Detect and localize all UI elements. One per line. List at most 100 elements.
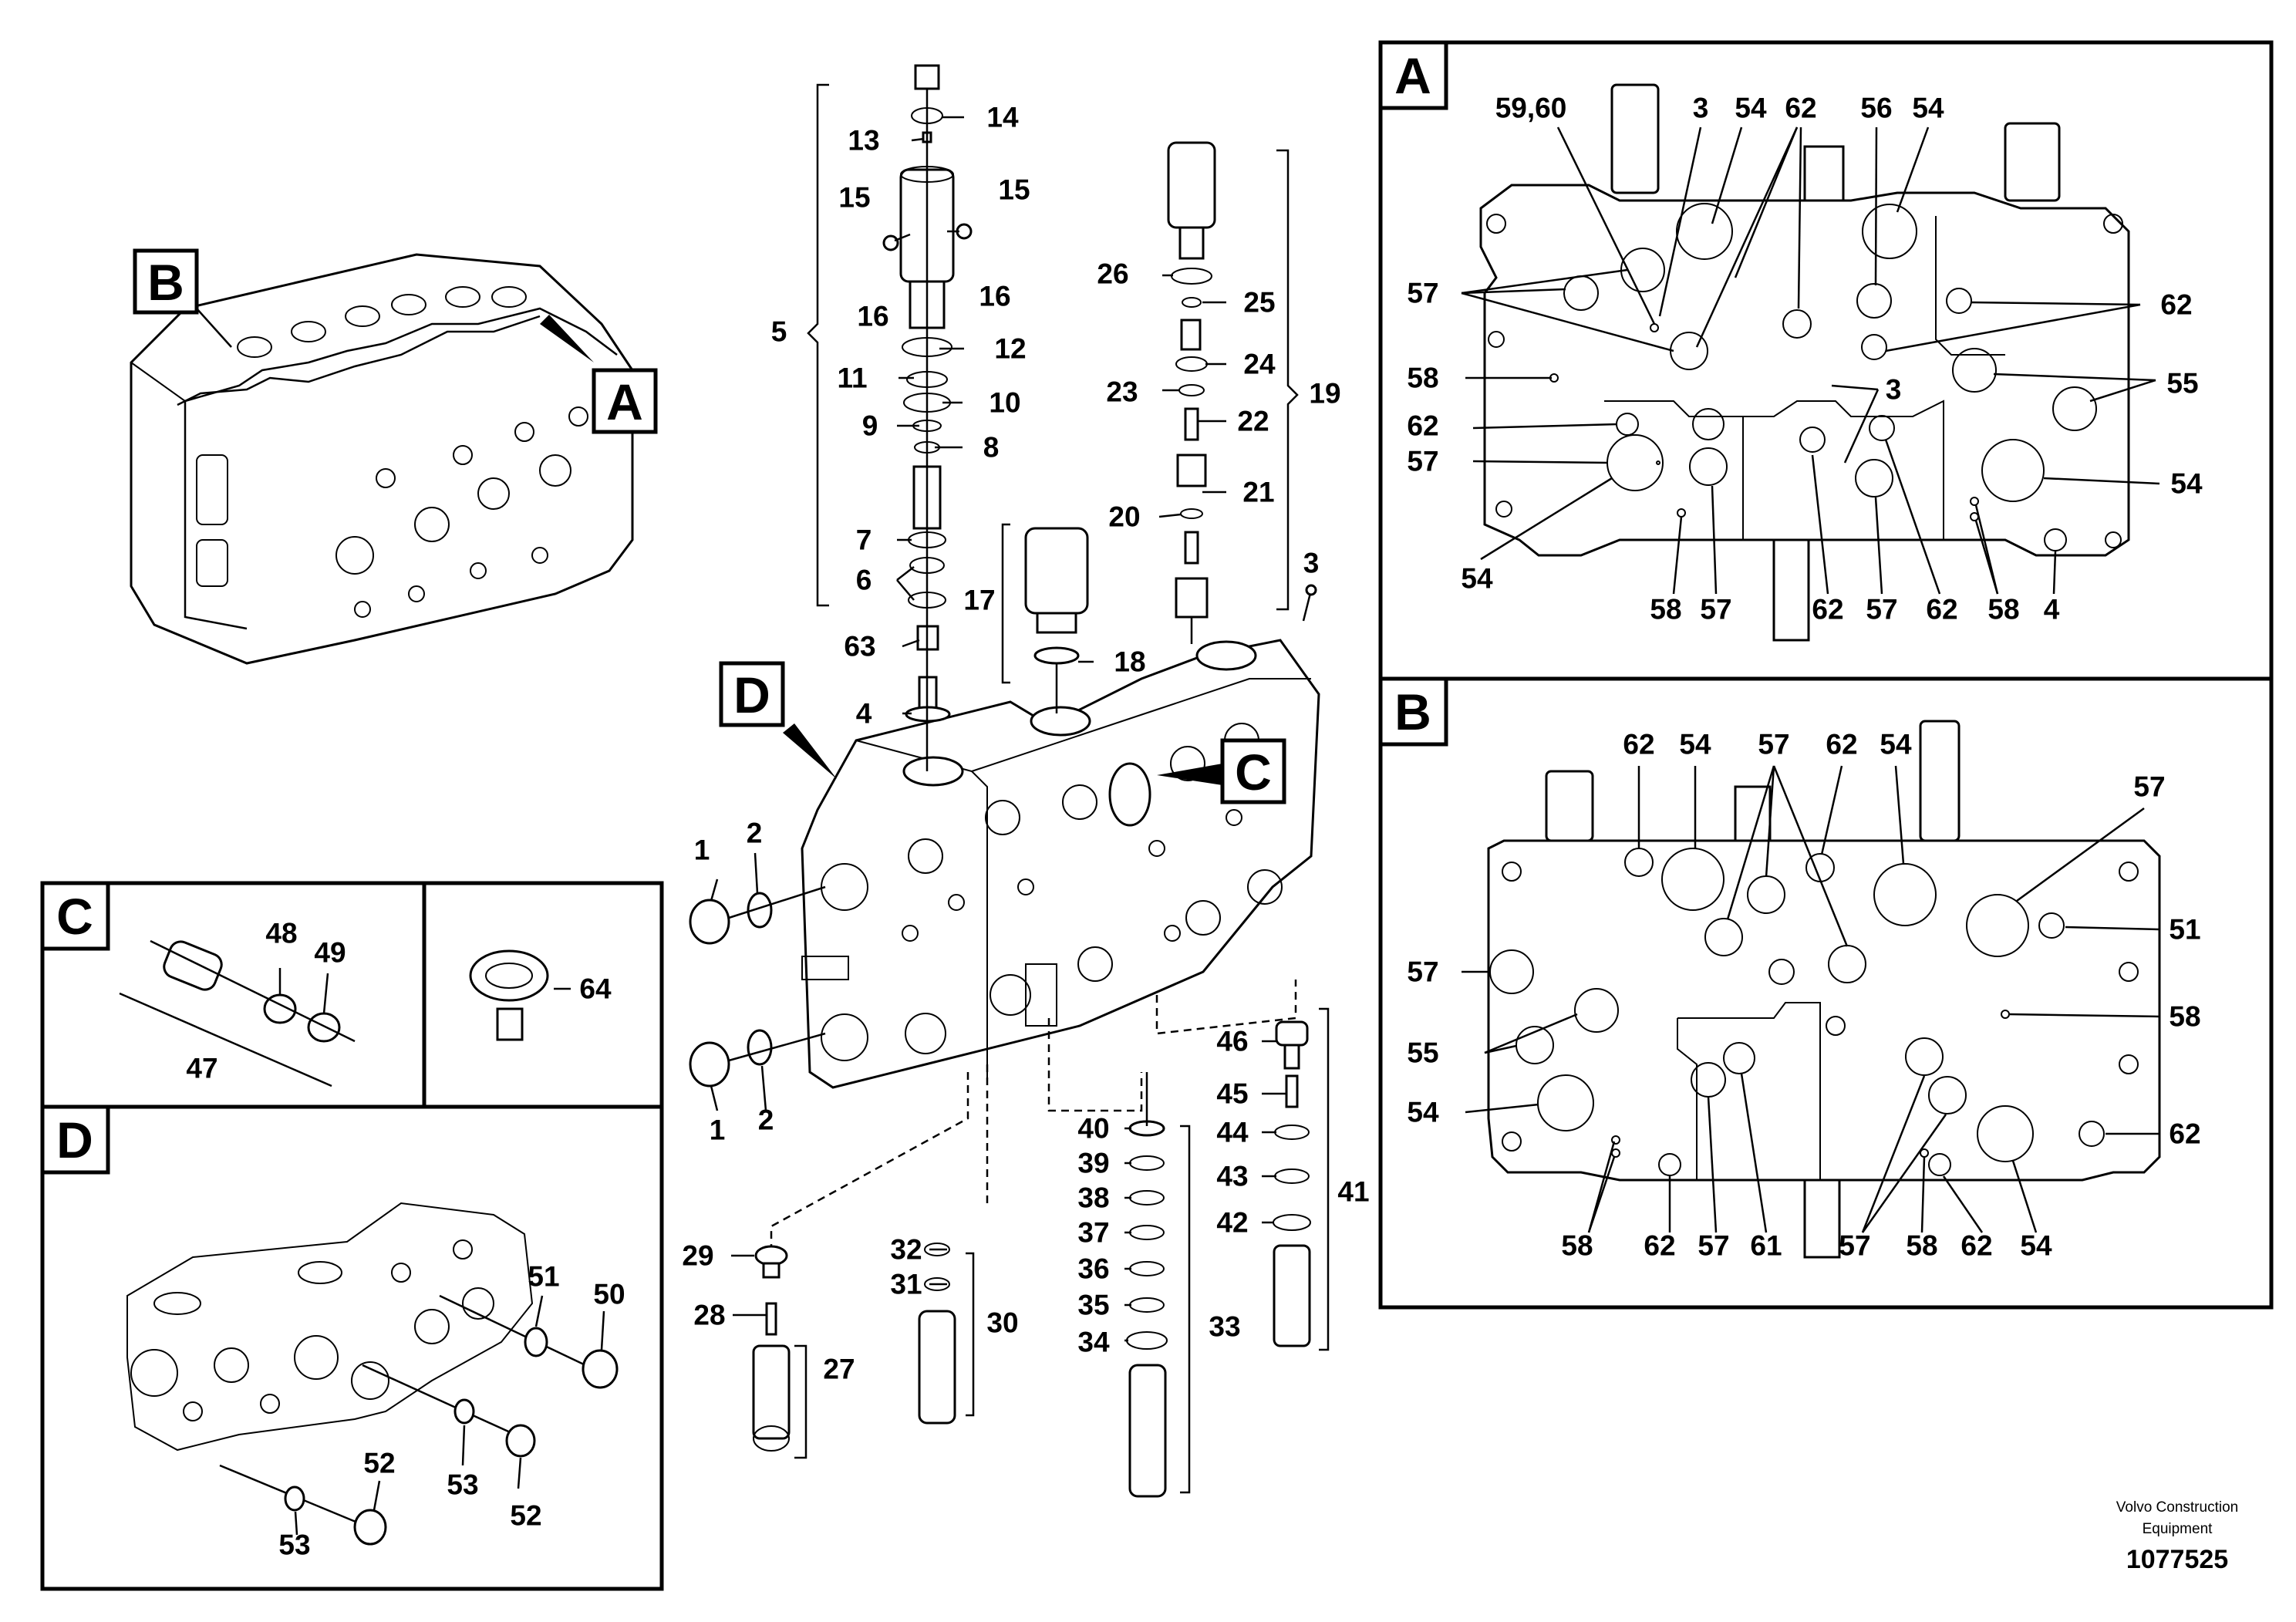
callout: 32 bbox=[890, 1234, 922, 1266]
cartridge-33 bbox=[1126, 1072, 1168, 1498]
panel-a: A bbox=[1378, 40, 2274, 681]
callout: 43 bbox=[1216, 1161, 1248, 1192]
callout: 8 bbox=[983, 432, 1000, 464]
callout: 48 bbox=[265, 918, 297, 949]
callout: 6 bbox=[856, 565, 872, 596]
callout: 27 bbox=[823, 1354, 855, 1385]
callout: 58 bbox=[1407, 363, 1438, 394]
callout: 51 bbox=[528, 1261, 559, 1293]
callout: 29 bbox=[682, 1240, 713, 1272]
callout: 58 bbox=[2169, 1001, 2200, 1033]
callout: 58 bbox=[1650, 594, 1681, 626]
callout: 30 bbox=[986, 1307, 1018, 1339]
callout: 3 bbox=[1886, 374, 1902, 406]
callout: 50 bbox=[593, 1279, 625, 1310]
callout: 62 bbox=[1812, 594, 1843, 626]
svg-text:A: A bbox=[606, 373, 643, 430]
callout: 15 bbox=[998, 174, 1030, 206]
callout: 64 bbox=[579, 973, 612, 1005]
svg-text:C: C bbox=[56, 888, 93, 945]
callout: 52 bbox=[363, 1448, 395, 1479]
callout: 62 bbox=[1785, 93, 1816, 124]
callout: 25 bbox=[1243, 287, 1275, 319]
callout: 23 bbox=[1106, 376, 1138, 408]
relief-cap-17 bbox=[1024, 527, 1089, 713]
callout: 54 bbox=[1461, 563, 1493, 595]
cartridge-27 bbox=[752, 1245, 791, 1452]
callout: 62 bbox=[1826, 729, 1857, 760]
lower-dashed-guides bbox=[770, 980, 1297, 1249]
callout: 54 bbox=[1735, 93, 1767, 124]
callout: 36 bbox=[1077, 1253, 1109, 1285]
callout: 55 bbox=[1407, 1037, 1438, 1069]
callout: 11 bbox=[837, 363, 867, 394]
panel-b: B bbox=[1378, 676, 2274, 1310]
callout: 1 bbox=[710, 1114, 726, 1146]
right-cartridge-stack bbox=[1167, 141, 1216, 644]
callout: 28 bbox=[693, 1300, 725, 1331]
main-callouts: 13 14 15 15 16 16 5 12 11 10 9 8 7 6 63 … bbox=[682, 102, 1369, 1385]
callout: 7 bbox=[856, 524, 872, 556]
callout: 44 bbox=[1216, 1117, 1249, 1148]
callout: 1 bbox=[694, 835, 710, 866]
callout: 57 bbox=[1839, 1230, 1870, 1262]
callout: 42 bbox=[1216, 1207, 1248, 1239]
marker-a-overview: A bbox=[540, 315, 658, 434]
brackets bbox=[794, 83, 1330, 1494]
main-leader-lines bbox=[710, 116, 1286, 1342]
callout: 5 bbox=[771, 316, 787, 348]
callout: 3 bbox=[1693, 93, 1709, 124]
callout: 38 bbox=[1077, 1182, 1109, 1214]
callout: 10 bbox=[989, 387, 1020, 419]
callout: 21 bbox=[1242, 477, 1274, 508]
callout: 46 bbox=[1216, 1026, 1248, 1057]
plug-1-lower bbox=[689, 1029, 826, 1088]
callout: 62 bbox=[2169, 1118, 2200, 1150]
callout: 20 bbox=[1108, 501, 1140, 533]
callout: 57 bbox=[1698, 1230, 1729, 1262]
marker-c-main: C bbox=[1157, 738, 1286, 804]
callout: 4 bbox=[856, 698, 872, 730]
callout: 45 bbox=[1216, 1078, 1248, 1110]
callout: 54 bbox=[1880, 729, 1912, 760]
callout: 41 bbox=[1337, 1176, 1369, 1208]
screw-3-main bbox=[1302, 584, 1317, 622]
callout: 57 bbox=[1700, 594, 1731, 626]
callout: 47 bbox=[186, 1053, 217, 1084]
cartridge-41 bbox=[1273, 1020, 1311, 1347]
callout: 22 bbox=[1237, 406, 1269, 437]
callout: 54 bbox=[2020, 1230, 2052, 1262]
panel-b-callouts: 62 54 57 62 54 57 51 57 58 55 54 62 58 6… bbox=[1407, 729, 2200, 1262]
callout: 33 bbox=[1209, 1311, 1240, 1343]
footer-credit: Volvo Construction Equipment 1077525 bbox=[2116, 1499, 2238, 1574]
callout: 18 bbox=[1114, 646, 1145, 678]
callout: 62 bbox=[1407, 410, 1438, 442]
panel-a-callouts: 59,60 3 54 62 56 54 57 62 58 3 55 62 57 … bbox=[1407, 93, 2203, 626]
marker-b-overview: B bbox=[133, 248, 232, 348]
callout: 34 bbox=[1077, 1327, 1110, 1358]
callout: 63 bbox=[844, 631, 875, 663]
maker-line1: Volvo Construction bbox=[2116, 1499, 2238, 1516]
left-side-bolts bbox=[882, 223, 973, 251]
callout: 56 bbox=[1860, 93, 1892, 124]
callout: 55 bbox=[2166, 368, 2198, 400]
callout: 51 bbox=[2169, 914, 2200, 946]
callout: 35 bbox=[1077, 1290, 1109, 1321]
cartridge-30 bbox=[918, 1243, 956, 1425]
callout: 61 bbox=[1750, 1230, 1782, 1262]
callout: 57 bbox=[1407, 956, 1438, 988]
callout: 57 bbox=[1866, 594, 1897, 626]
callout: 62 bbox=[2160, 289, 2192, 321]
callout: 40 bbox=[1077, 1113, 1109, 1145]
callout: 57 bbox=[1407, 278, 1438, 309]
callout: 17 bbox=[963, 585, 995, 616]
callout: 53 bbox=[278, 1529, 310, 1561]
callout: 2 bbox=[758, 1104, 774, 1136]
maker-line2: Equipment bbox=[2143, 1521, 2213, 1537]
callout: 57 bbox=[2133, 771, 2165, 803]
callout: 37 bbox=[1077, 1217, 1109, 1249]
callout: 58 bbox=[1561, 1230, 1593, 1262]
callout: 3 bbox=[1303, 548, 1320, 579]
panel-b-leaders bbox=[1462, 765, 2160, 1233]
